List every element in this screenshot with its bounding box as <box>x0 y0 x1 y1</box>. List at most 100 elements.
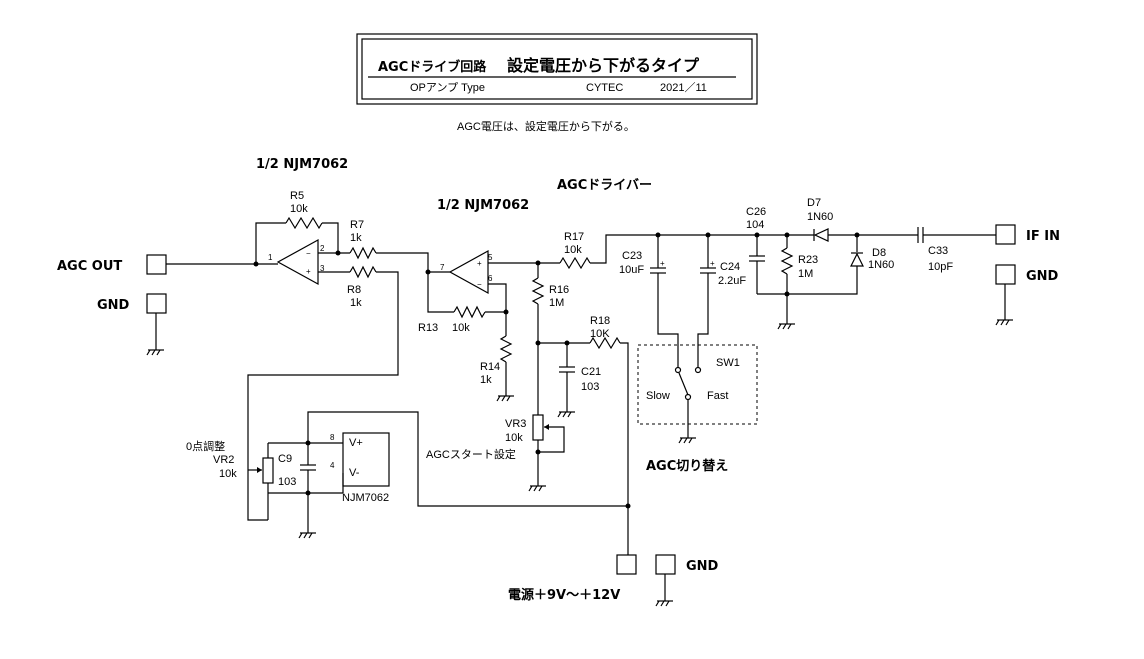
pin-ic-4: 4 <box>330 461 335 470</box>
c9-val: 103 <box>278 476 296 488</box>
r5-resistor <box>285 216 323 230</box>
r23-resistor <box>780 247 794 275</box>
r8-resistor <box>349 265 377 279</box>
r13-resistor <box>453 305 486 319</box>
fast-label: Fast <box>707 390 728 402</box>
vr2-potentiometer[interactable] <box>262 457 274 484</box>
gnd-right-terminal[interactable]: GND <box>995 264 1059 326</box>
sw1-enclosure <box>637 344 758 425</box>
gnd-bottom-label: GND <box>686 559 719 574</box>
gnd-bottom-terminal[interactable]: GND <box>655 554 719 607</box>
if-in-terminal[interactable]: IF IN <box>995 224 1060 245</box>
note-text: AGC電圧は、設定電圧から下がる。 <box>457 119 635 133</box>
r17-resistor <box>559 256 591 270</box>
pin-u2-7: 7 <box>440 263 445 272</box>
title-line2c: 2021／11 <box>660 81 707 94</box>
c33-val: 10pF <box>928 261 953 273</box>
r18-ref: R18 <box>590 315 610 327</box>
gnd-right-label: GND <box>1026 269 1059 284</box>
r8-ref: R8 <box>347 284 361 296</box>
driver-label: AGCドライバー <box>557 178 652 193</box>
title-line2b: CYTEC <box>586 82 623 94</box>
ic-name-label: NJM7062 <box>342 492 389 504</box>
ic-vminus-label: V- <box>349 467 360 479</box>
r14-resistor <box>499 335 513 363</box>
r17-val: 10k <box>564 244 582 256</box>
opamp2-symbol: + − <box>448 249 489 295</box>
power-label: 電源＋9V～＋12V <box>508 587 620 603</box>
r5-val: 10k <box>290 203 308 215</box>
r23-val: 1M <box>798 268 813 280</box>
agc-out-terminal[interactable]: AGC OUT <box>57 254 167 275</box>
d8-val: 1N60 <box>868 259 894 271</box>
title-line2a: OPアンプ Type <box>410 81 485 94</box>
r14-ref: R14 <box>480 361 500 373</box>
svg-text:−: − <box>477 280 482 289</box>
vr2-ref: VR2 <box>213 454 234 466</box>
c33-ref: C33 <box>928 245 948 257</box>
vr3-val: 10k <box>505 432 523 444</box>
r13-val: 10k <box>452 322 470 334</box>
vr3-potentiometer[interactable] <box>532 414 544 441</box>
start-set-label: AGCスタート設定 <box>426 447 516 461</box>
pin-u2-6: 6 <box>488 274 493 283</box>
pin-u1-1: 1 <box>268 253 273 262</box>
slow-label: Slow <box>646 390 670 402</box>
ic-vplus-label: V+ <box>349 437 363 449</box>
title-line1a: AGCドライブ回路 <box>378 59 487 75</box>
c23-ref: C23 <box>622 250 642 262</box>
pin-u1-3: 3 <box>320 264 325 273</box>
opamp2-label: 1/2 NJM7062 <box>437 198 529 213</box>
vr2-val: 10k <box>219 468 237 480</box>
r7-ref: R7 <box>350 219 364 231</box>
r16-val: 1M <box>549 297 564 309</box>
r23-ref: R23 <box>798 254 818 266</box>
r16-resistor <box>531 277 545 305</box>
r7-resistor <box>349 246 377 260</box>
d7-val: 1N60 <box>807 211 833 223</box>
gnd-left-terminal[interactable]: GND <box>97 293 167 356</box>
c23-val: 10uF <box>619 264 644 276</box>
title-block: AGCドライブ回路 設定電圧から下がるタイプ OPアンプ Type CYTEC … <box>356 33 758 105</box>
pin-ic-8: 8 <box>330 433 335 442</box>
title-line1b: 設定電圧から下がるタイプ <box>507 56 700 75</box>
r18-val: 10K <box>590 328 610 340</box>
opamp1-label: 1/2 NJM7062 <box>256 157 348 172</box>
gnd-left-label: GND <box>97 298 130 313</box>
d7-diode <box>813 228 829 242</box>
if-in-label: IF IN <box>1026 229 1060 244</box>
r5-ref: R5 <box>290 190 304 202</box>
pin-u2-5: 5 <box>488 253 493 262</box>
c26-ref: C26 <box>746 206 766 218</box>
r13-ref: R13 <box>418 322 438 334</box>
c21-val: 103 <box>581 381 599 393</box>
switch-title-label: AGC切り替え <box>646 458 728 474</box>
r18-resistor <box>589 336 621 350</box>
ic-njm7062-box <box>342 432 390 487</box>
d8-diode <box>850 252 864 267</box>
r8-val: 1k <box>350 297 362 309</box>
svg-text:+: + <box>306 267 311 276</box>
c21-ref: C21 <box>581 366 601 378</box>
svg-text:+: + <box>710 259 715 268</box>
svg-text:−: − <box>306 249 311 258</box>
power-terminal[interactable] <box>616 554 637 575</box>
c9-ref: C9 <box>278 453 292 465</box>
r16-ref: R16 <box>549 284 569 296</box>
vr3-ref: VR3 <box>505 418 526 430</box>
r17-ref: R17 <box>564 231 584 243</box>
d8-ref: D8 <box>872 247 886 259</box>
sw1-label: SW1 <box>716 357 740 369</box>
c26-val: 104 <box>746 219 764 231</box>
sw1-switch[interactable] <box>674 366 702 401</box>
opamp1-symbol: − + <box>276 238 319 286</box>
r7-val: 1k <box>350 232 362 244</box>
r14-val: 1k <box>480 374 492 386</box>
d7-ref: D7 <box>807 197 821 209</box>
svg-text:+: + <box>660 259 665 268</box>
agc-out-label: AGC OUT <box>57 259 122 274</box>
c24-ref: C24 <box>720 261 740 273</box>
zero-adj-label: 0点調整 <box>186 439 225 453</box>
c24-val: 2.2uF <box>718 275 746 287</box>
